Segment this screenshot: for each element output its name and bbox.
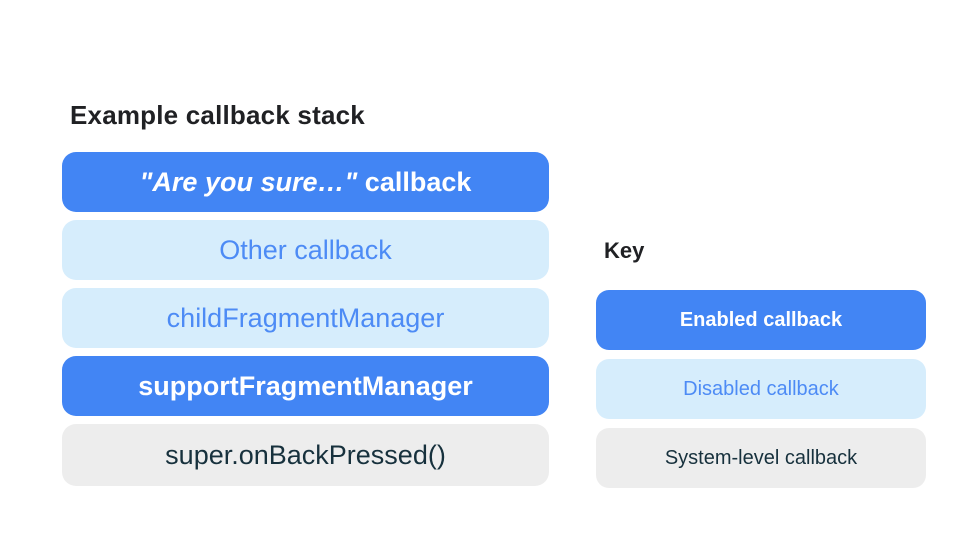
legend-title: Key <box>604 238 645 263</box>
legend-item-label: Disabled callback <box>683 377 839 400</box>
stack-item-label: super.onBackPressed() <box>165 439 446 470</box>
stack-item-child-fragment-manager: childFragmentManager <box>62 288 549 348</box>
legend-item-enabled-callback: Enabled callback <box>596 290 926 350</box>
legend-item-label: System-level callback <box>664 446 858 469</box>
stack-item-label: supportFragmentManager <box>138 370 473 401</box>
stack-item-other-callback: Other callback <box>62 220 549 280</box>
stack-item-label-emphasis: "Are you sure…" <box>139 166 358 197</box>
legend-item-label: Enabled callback <box>679 308 843 331</box>
stack-item-are-you-sure-callback: "Are you sure…" callback <box>62 152 549 212</box>
stack-item-support-fragment-manager: supportFragmentManager <box>62 356 549 416</box>
stack-item-super-on-back-pressed: super.onBackPressed() <box>62 424 549 486</box>
stack-item-label: childFragmentManager <box>166 302 445 333</box>
stack-item-label: Other callback <box>219 234 392 265</box>
legend-item-disabled-callback: Disabled callback <box>596 359 926 419</box>
stack-item-label-rest: callback <box>357 166 472 197</box>
legend-item-system-level-callback: System-level callback <box>596 428 926 488</box>
diagram-title: Example callback stack <box>70 100 365 130</box>
